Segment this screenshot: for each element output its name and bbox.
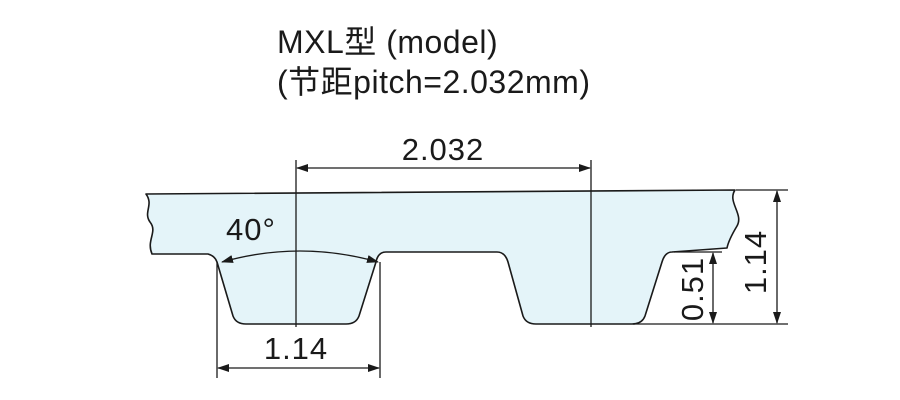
title-block: MXL型 (model) (节距pitch=2.032mm) [277,22,591,102]
pitch-subtitle: (节距pitch=2.032mm) [277,64,591,100]
tooth-angle-label: 40° [226,212,276,247]
belt-model-title: MXL型 (model) [277,24,499,60]
pitch-label: 2.032 [402,132,485,167]
tooth-angle-arc [221,250,379,263]
tooth-height-label: 0.51 [675,257,710,321]
tooth-width-label: 1.14 [264,331,328,366]
belt-profile [145,189,740,325]
belt-thickness-label: 1.14 [738,230,773,294]
